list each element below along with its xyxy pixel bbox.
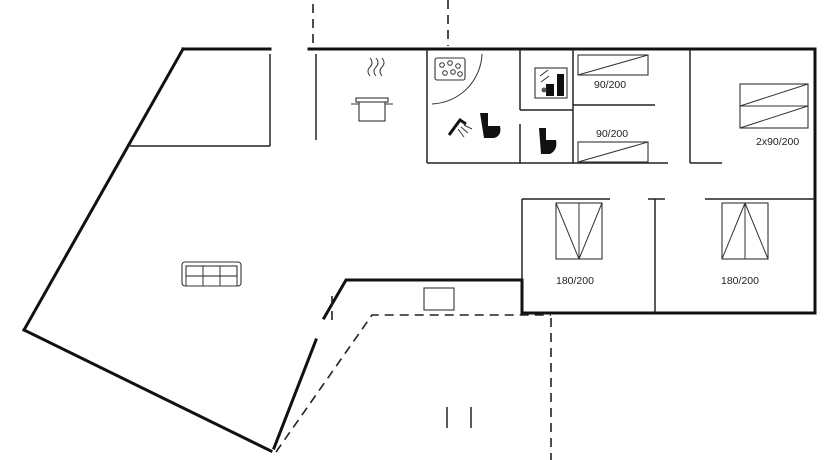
single-bed-top: [577, 54, 649, 76]
double-bed-left: [555, 202, 603, 260]
bed-label-double-right: 180/200: [721, 275, 759, 287]
terrace-posts: [446, 407, 472, 428]
bed-label-single-bottom: 90/200: [596, 128, 628, 140]
double-bed-right: [721, 202, 769, 260]
single-bed-bottom: [577, 141, 649, 163]
terrace-outline: [275, 0, 552, 460]
sauna-icon: [534, 67, 568, 99]
interior-walls: [130, 49, 815, 313]
bed-label-single-top: 90/200: [594, 79, 626, 91]
whirlpool-icon: [434, 57, 466, 81]
toilet-wc-icon: [539, 128, 557, 154]
toilet-icon: [480, 113, 501, 138]
kitchen-pot-icon: [351, 57, 393, 122]
bunk-bed: [739, 83, 809, 129]
bathroom-door-swing: [431, 53, 483, 105]
fireplace-icon: [423, 287, 455, 311]
shower-icon: [447, 117, 473, 138]
bed-label-bunk: 2x90/200: [756, 136, 799, 148]
bed-label-double-left: 180/200: [556, 275, 594, 287]
outer-walls: [21, 46, 817, 454]
sofa-icon: [181, 261, 242, 287]
